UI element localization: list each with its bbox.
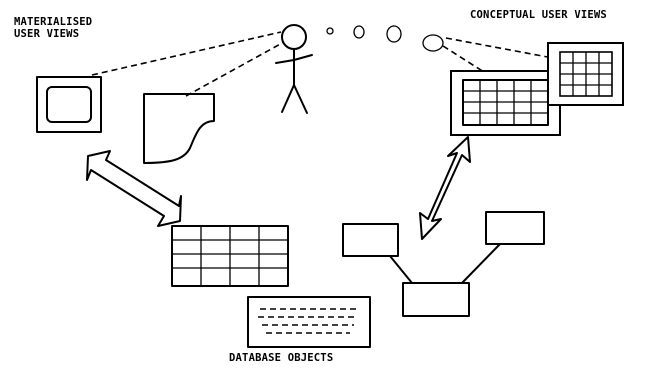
screen-view-icon (37, 77, 101, 132)
conceptual-view-back-icon (548, 43, 623, 105)
conceptual-view-front-icon (451, 71, 560, 135)
stick-figure-user-icon (276, 25, 312, 113)
right-double-arrow (420, 137, 470, 239)
table-object-icon (172, 226, 288, 286)
entity-graph-icon (343, 212, 544, 316)
thought-bubbles (327, 26, 443, 51)
text-object-icon (248, 297, 370, 347)
document-view-icon (144, 94, 214, 163)
